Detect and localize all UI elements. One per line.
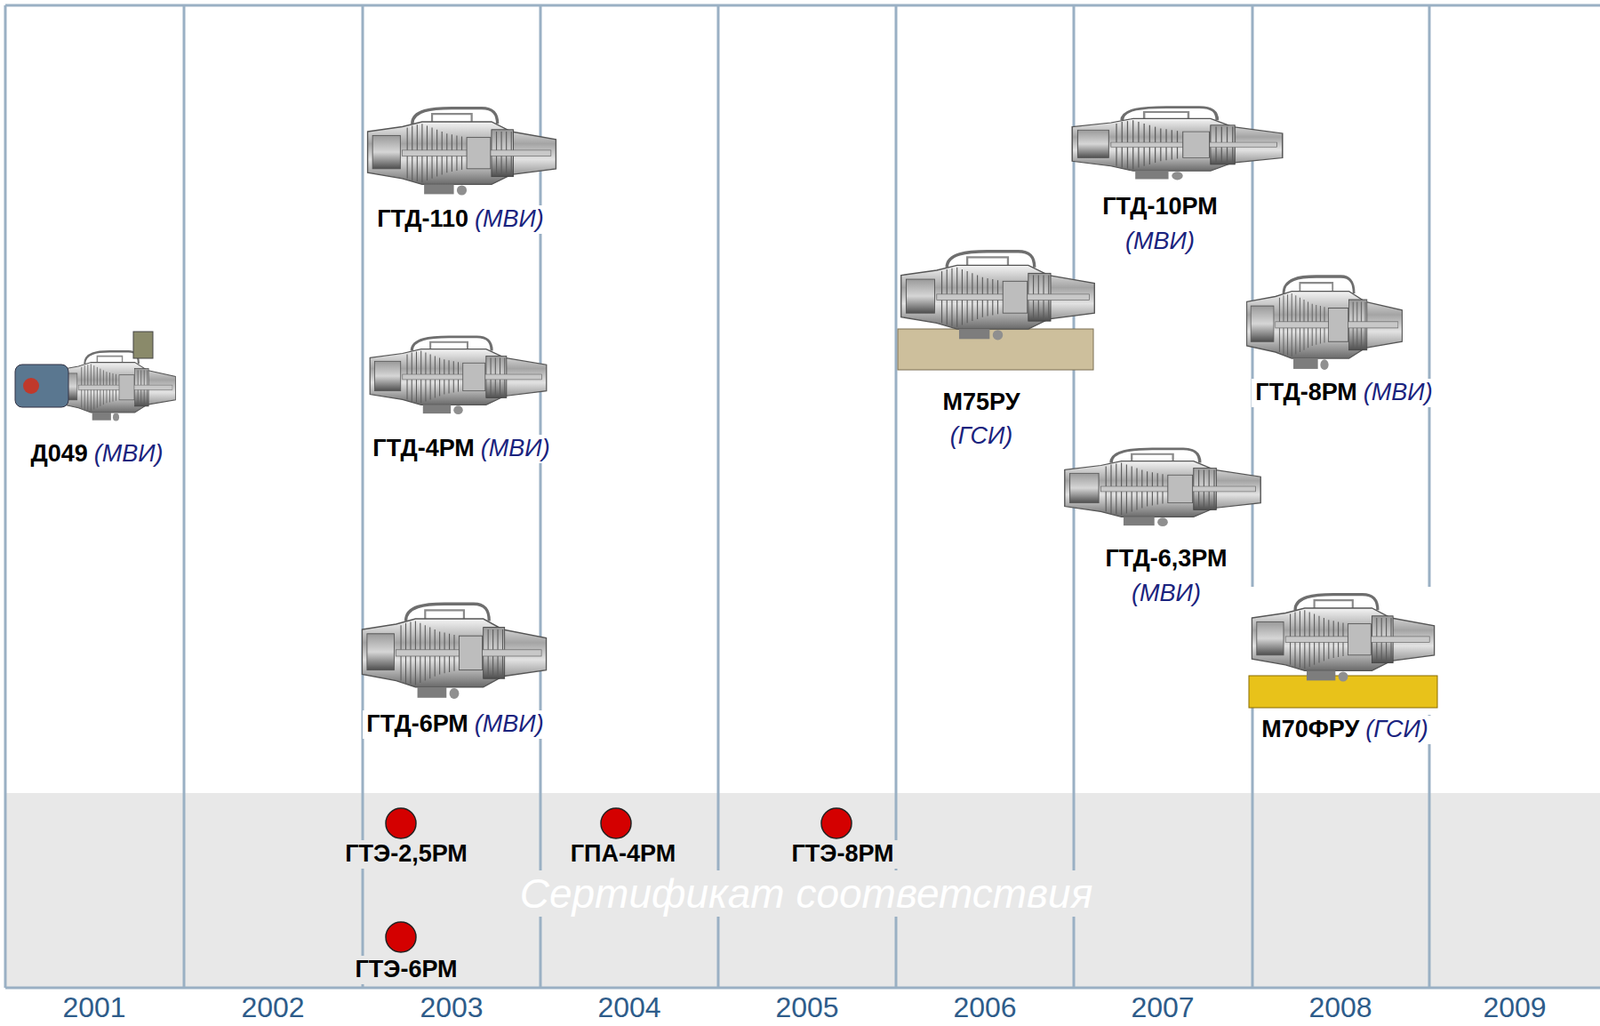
- year-label-text: 2004: [597, 991, 661, 1024]
- engine-label: (ГСИ): [946, 422, 1017, 450]
- engine-label: М70ФРУ(ГСИ): [1257, 715, 1432, 744]
- test-type-note: (МВИ): [474, 205, 544, 232]
- engine-label: ГТД-110(МВИ): [373, 205, 548, 233]
- certificate-label: ГТЭ-8РМ: [787, 840, 897, 868]
- year-label: 2001: [58, 991, 129, 1024]
- engine-name: ГТД-4РМ: [372, 434, 475, 462]
- watermark-text: Сертификат соответствия: [520, 870, 1094, 917]
- test-type-note: (ГСИ): [950, 422, 1014, 449]
- test-type-note: (МВИ): [94, 440, 164, 467]
- test-type-note: (МВИ): [1131, 579, 1201, 607]
- test-type-note: (ГСИ): [1365, 715, 1429, 743]
- certificate-label-text: ГТЭ-6РМ: [354, 955, 457, 983]
- certificate-band: [5, 792, 1600, 988]
- engine-label: ГТД-4РМ(МВИ): [368, 434, 553, 463]
- engine-name: ГТД-6,3РМ: [1104, 544, 1227, 572]
- year-label: 2006: [949, 991, 1020, 1024]
- engine-label: ГТД-8РМ(МВИ): [1251, 378, 1436, 407]
- year-label-text: 2001: [62, 991, 126, 1024]
- year-label-text: 2006: [952, 991, 1016, 1024]
- m75ru-engine: [897, 251, 1095, 370]
- engine-name: ГТД-8РМ: [1255, 378, 1358, 406]
- year-label: 2007: [1127, 991, 1198, 1024]
- gtd63rm-engine: [1064, 448, 1261, 527]
- year-label-text: 2008: [1308, 991, 1372, 1024]
- engine-name: Д049: [30, 440, 88, 467]
- year-label-text: 2002: [240, 991, 304, 1024]
- year-label: 2009: [1479, 991, 1550, 1024]
- engine-name: ГТД-6РМ: [366, 710, 469, 737]
- d049-engine: [15, 331, 176, 422]
- engine-label: ГТД-10РМ: [1098, 192, 1222, 221]
- year-label: 2008: [1304, 991, 1376, 1024]
- engine-label: Д049(МВИ): [26, 440, 167, 468]
- engine-name: М70ФРУ: [1261, 715, 1360, 743]
- year-label-text: 2003: [419, 991, 483, 1024]
- year-label: 2004: [593, 991, 664, 1024]
- year-label: 2003: [416, 991, 487, 1024]
- gtd110-engine: [368, 108, 557, 196]
- gtd8rm-engine: [1247, 276, 1403, 370]
- year-label: 2002: [237, 991, 308, 1024]
- certificate-label-text: ГТЭ-2,5РМ: [344, 840, 468, 867]
- m70fru-engine: [1247, 586, 1440, 708]
- engine-name: М75РУ: [943, 388, 1021, 416]
- gtd6rm-engine: [361, 603, 546, 699]
- engine-label: (МВИ): [1121, 227, 1199, 256]
- engine-label: ГТД-6,3РМ: [1101, 544, 1231, 573]
- test-type-note: (МВИ): [1125, 227, 1195, 255]
- engine-label: (МВИ): [1128, 579, 1205, 608]
- year-label-text: 2009: [1482, 991, 1546, 1024]
- engine-name: ГТД-10РМ: [1102, 192, 1218, 220]
- engine-illustrations: [15, 107, 1440, 708]
- certificate-label: ГТЭ-2,5РМ: [341, 840, 472, 868]
- certificate-label: ГПА-4РМ: [567, 840, 680, 868]
- certificate-label-text: ГПА-4РМ: [570, 840, 676, 867]
- engine-label: ГТД-6РМ(МВИ): [362, 710, 547, 738]
- gtd10rm-engine: [1072, 107, 1283, 181]
- certificate-label-text: ГТЭ-8РМ: [791, 840, 894, 867]
- test-type-note: (МВИ): [474, 710, 544, 737]
- year-label: 2005: [771, 991, 842, 1024]
- engine-label: М75РУ: [939, 388, 1024, 416]
- year-label-text: 2005: [775, 991, 839, 1024]
- certificate-label: ГТЭ-6РМ: [351, 955, 461, 984]
- test-type-note: (МВИ): [480, 434, 551, 462]
- grid-lines: [5, 5, 1600, 988]
- year-label-text: 2007: [1130, 991, 1194, 1024]
- gtd4rm-engine: [369, 336, 547, 415]
- test-type-note: (МВИ): [1363, 378, 1433, 406]
- watermark: Сертификат соответствия: [516, 870, 1097, 918]
- engine-name: ГТД-110: [376, 205, 469, 232]
